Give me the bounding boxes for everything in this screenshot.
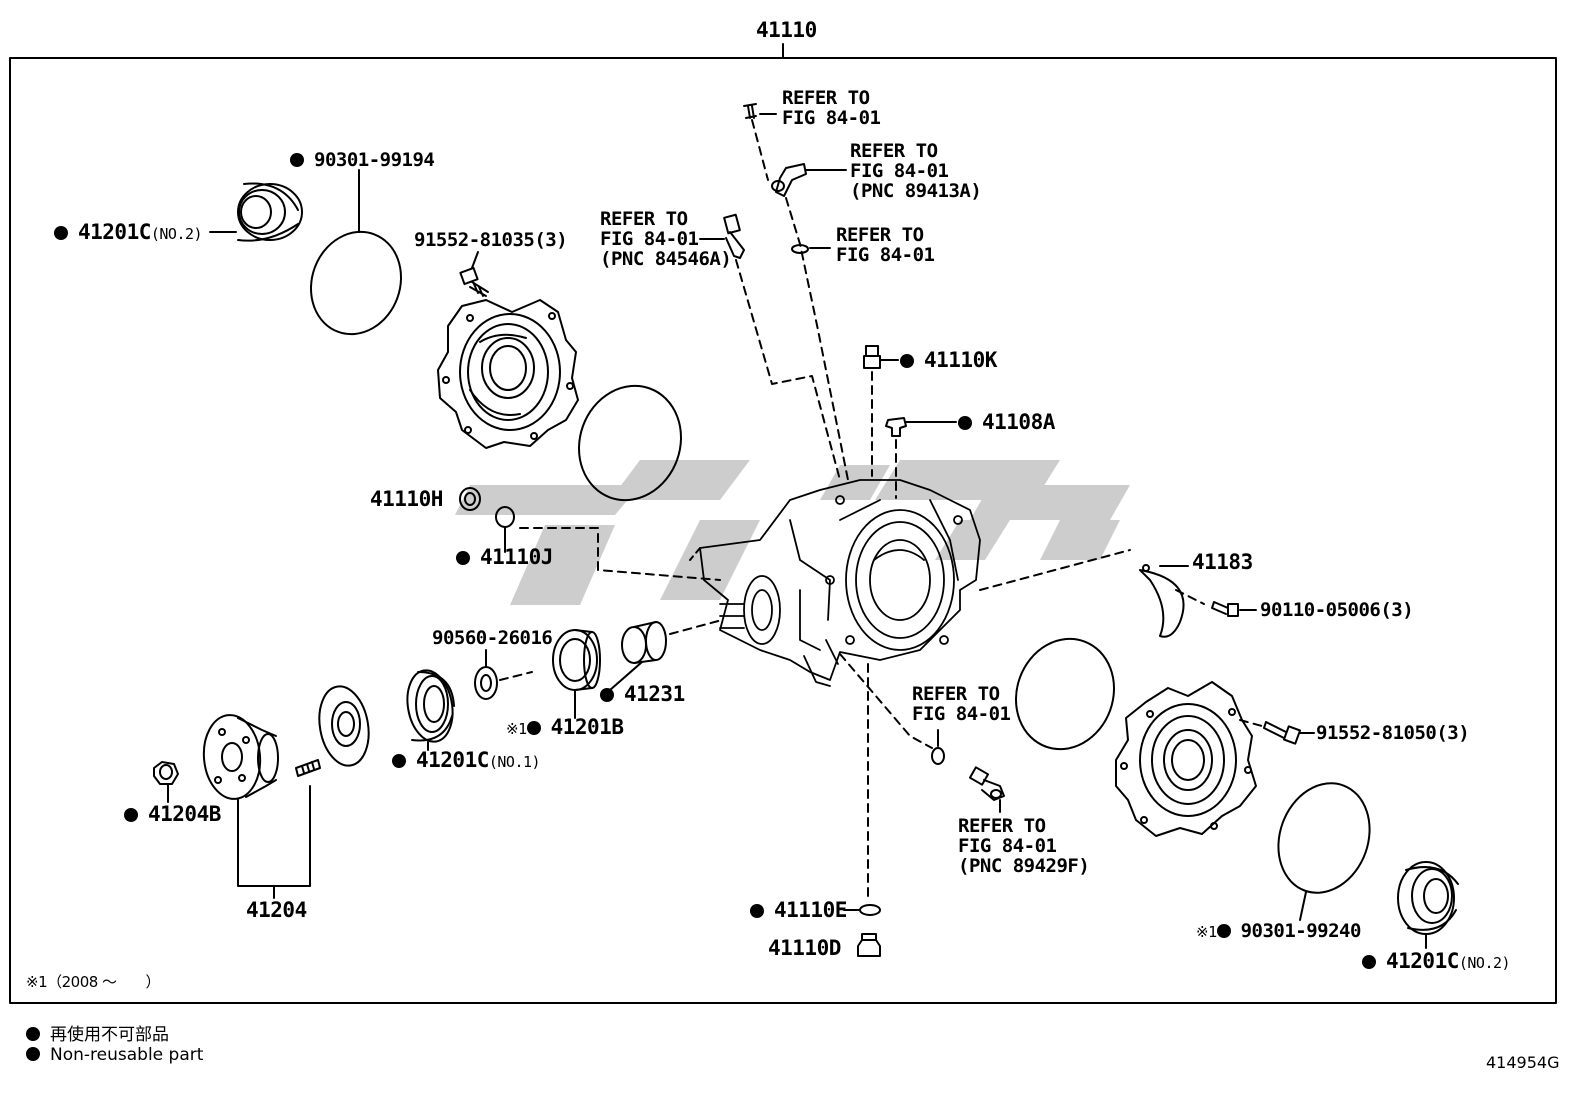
non-reusable-dot bbox=[1362, 955, 1376, 969]
washer-icon bbox=[474, 666, 498, 700]
part-label-41110k[interactable]: 41110K bbox=[900, 350, 997, 371]
oil-seal-bottom-icon bbox=[1397, 861, 1459, 935]
bracket-41183-icon bbox=[1139, 564, 1185, 638]
part-label-41108a[interactable]: 41108A bbox=[958, 412, 1055, 433]
breather-plug-icon bbox=[863, 345, 881, 369]
bolt-90110-icon bbox=[1211, 601, 1239, 617]
non-reusable-dot bbox=[900, 354, 914, 368]
part-label-90301-99194[interactable]: 90301-99194 bbox=[290, 150, 435, 170]
drain-plug-icon bbox=[857, 933, 881, 957]
legend-dot-icon bbox=[26, 1047, 40, 1061]
diff-cover-left-icon bbox=[437, 299, 579, 449]
assembly-number: 41110 bbox=[756, 18, 817, 42]
non-reusable-dot bbox=[456, 551, 470, 565]
nut-41204b-icon bbox=[153, 761, 179, 785]
differential-carrier-icon bbox=[699, 479, 981, 687]
part-label-90110-05006[interactable]: 90110-05006(3) bbox=[1260, 599, 1414, 621]
part-label-41201c-no1[interactable]: 41201C(NO.1) bbox=[392, 750, 541, 772]
footnote: ※1（2008 ～ ） bbox=[26, 973, 161, 991]
part-label-41110d[interactable]: 41110D bbox=[768, 936, 841, 960]
non-reusable-dot bbox=[750, 904, 764, 918]
part-label-90560-26016[interactable]: 90560-26016 bbox=[432, 627, 553, 649]
stud-bolt-icon bbox=[295, 759, 321, 777]
plug-41110h-icon bbox=[459, 487, 481, 511]
refer-label-6[interactable]: REFER TO FIG 84-01 (PNC 89429F) bbox=[958, 815, 1090, 877]
refer-label-2[interactable]: REFER TO FIG 84-01 (PNC 89413A) bbox=[850, 140, 982, 202]
non-reusable-dot bbox=[526, 721, 541, 735]
o-ring-right-icon bbox=[1014, 637, 1116, 751]
part-label-41110h[interactable]: 41110H bbox=[370, 487, 443, 511]
part-label-41201c-top[interactable]: 41201C(NO.2) bbox=[54, 222, 203, 244]
drain-gasket-icon bbox=[859, 904, 881, 916]
non-reusable-dot bbox=[958, 416, 972, 430]
dust-deflector-icon bbox=[318, 685, 370, 767]
part-label-91552-81050[interactable]: 91552-81050(3) bbox=[1316, 722, 1470, 744]
non-reusable-dot bbox=[392, 754, 406, 768]
o-ring-lower-sensor-icon bbox=[931, 747, 945, 765]
o-ring-middle-icon bbox=[577, 384, 683, 502]
speed-sensor-lower-icon bbox=[968, 766, 1005, 801]
speed-sensor-top-icon bbox=[771, 163, 807, 197]
filler-plug-icon bbox=[885, 417, 907, 437]
part-label-41231[interactable]: 41231 bbox=[600, 684, 685, 705]
non-reusable-dot bbox=[124, 808, 138, 822]
bolt-top-icon bbox=[459, 266, 489, 297]
legend-dot-icon bbox=[26, 1027, 40, 1041]
bearing-41201b-icon bbox=[552, 629, 601, 691]
part-label-41183[interactable]: 41183 bbox=[1192, 550, 1253, 574]
o-ring-bottom-right-icon bbox=[1277, 782, 1371, 894]
diff-cover-right-icon bbox=[1115, 681, 1257, 837]
legend-ja: 再使用不可部品 bbox=[26, 1020, 169, 1045]
diagram-id: 414954G bbox=[1486, 1053, 1560, 1072]
refer-label-3[interactable]: REFER TO FIG 84-01 (PNC 84546A) bbox=[600, 208, 732, 270]
bolt-91552-81050-icon bbox=[1263, 721, 1302, 745]
o-ring-top-icon bbox=[309, 230, 403, 336]
part-label-41204b[interactable]: 41204B bbox=[124, 804, 221, 825]
legend-en: Non-reusable part bbox=[26, 1045, 203, 1065]
part-label-41204[interactable]: 41204 bbox=[246, 898, 307, 922]
collar-41231-icon bbox=[621, 621, 667, 664]
non-reusable-dot bbox=[1216, 924, 1231, 938]
non-reusable-dot bbox=[290, 153, 304, 167]
part-label-41110j[interactable]: 41110J bbox=[456, 547, 553, 568]
part-label-41201c-bottom[interactable]: 41201C(NO.2) bbox=[1362, 951, 1511, 973]
oil-seal-top-icon bbox=[237, 182, 303, 242]
refer-label-5[interactable]: REFER TO FIG 84-01 bbox=[912, 683, 1011, 725]
bolt-sensor-top-icon bbox=[743, 103, 757, 119]
o-ring-sensor-icon bbox=[791, 244, 809, 254]
refer-label-4[interactable]: REFER TO FIG 84-01 bbox=[836, 224, 935, 266]
sync-watermark bbox=[455, 460, 1130, 605]
part-label-91552-81035[interactable]: 91552-81035(3) bbox=[414, 229, 568, 251]
companion-flange-icon bbox=[202, 714, 279, 800]
oil-seal-no1-icon bbox=[406, 669, 455, 743]
non-reusable-dot bbox=[600, 688, 614, 702]
part-label-41110e[interactable]: 41110E bbox=[750, 900, 847, 921]
refer-label-1[interactable]: REFER TO FIG 84-01 bbox=[782, 87, 881, 129]
temp-sensor-top-icon bbox=[723, 213, 745, 259]
non-reusable-dot bbox=[54, 226, 68, 240]
